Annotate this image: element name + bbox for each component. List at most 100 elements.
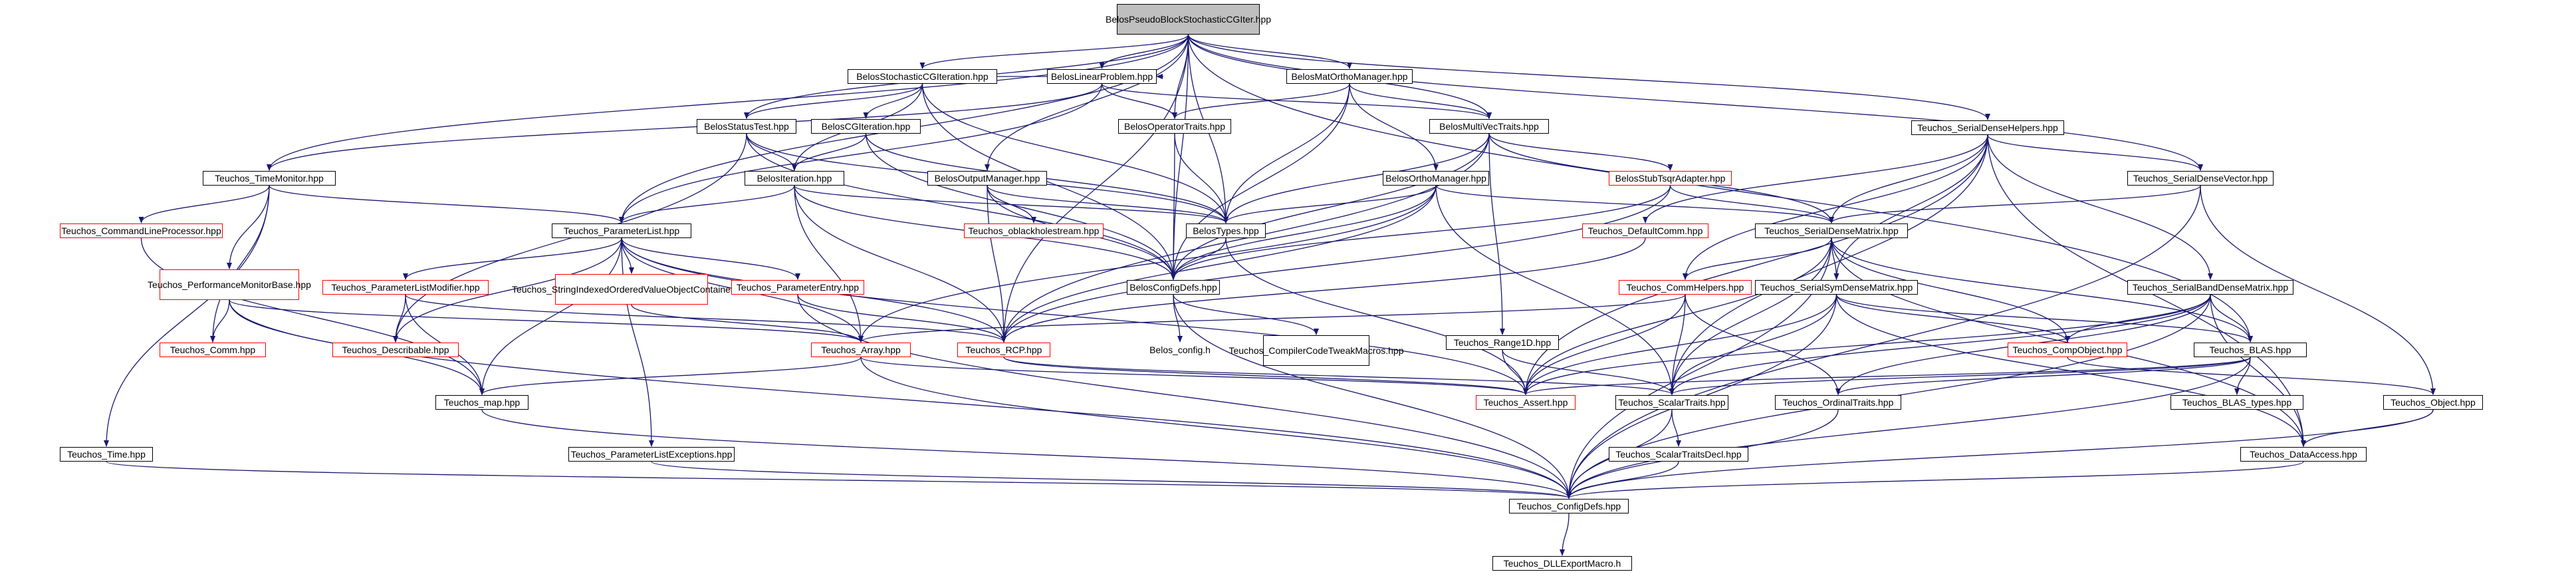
node-scalardecl[interactable]: Teuchos_ScalarTraitsDecl.hpp — [1609, 447, 1748, 462]
node-label: Teuchos_BLAS.hpp — [2209, 345, 2291, 355]
node-label: Teuchos_ParameterList.hpp — [563, 225, 680, 236]
edge-perfmon-to-comm — [210, 299, 230, 343]
node-sdvector[interactable]: Teuchos_SerialDenseVector.hpp — [2127, 171, 2274, 186]
node-blackhole[interactable]: Teuchos_oblackholestream.hpp — [964, 223, 1104, 238]
edge-symdense-to-asserthpp — [1523, 294, 1837, 395]
node-sdmatrix[interactable]: Teuchos_SerialDenseMatrix.hpp — [1755, 223, 1908, 238]
node-defcomm[interactable]: Teuchos_DefaultComm.hpp — [1582, 223, 1708, 238]
edge-multivec-to-belosconfig — [1171, 133, 1490, 280]
edge-commhelpers-to-array — [858, 294, 1686, 343]
node-orthoman[interactable]: BelosOrthoManager.hpp — [1383, 171, 1489, 186]
edge-sdmatrix-to-scalartraits — [1669, 237, 1832, 395]
node-time[interactable]: Teuchos_Time.hpp — [60, 447, 153, 462]
node-matortho[interactable]: BelosMatOrthoManager.hpp — [1286, 69, 1413, 84]
node-plmod[interactable]: Teuchos_ParameterListModifier.hpp — [322, 280, 489, 295]
node-timemon[interactable]: Teuchos_TimeMonitor.hpp — [203, 171, 336, 186]
node-paramlist[interactable]: Teuchos_ParameterList.hpp — [552, 223, 691, 238]
edge-banddense-to-blas — [2210, 294, 2253, 343]
node-belosconfig[interactable]: BelosConfigDefs.hpp — [1127, 280, 1220, 295]
node-label: Teuchos_oblackholestream.hpp — [968, 225, 1100, 236]
node-object[interactable]: Teuchos_Object.hpp — [2383, 395, 2483, 410]
edge-stochcg-to-cgiter — [863, 83, 923, 119]
node-label: Base.hpp — [271, 279, 311, 290]
node-stochcg[interactable]: BelosStochasticCGIteration.hpp — [848, 69, 997, 84]
node-commhelpers[interactable]: Teuchos_CommHelpers.hpp — [1619, 280, 1752, 295]
edge-sdvector-to-configdefs — [1566, 185, 2201, 499]
edge-sdvector-to-sdmatrix — [1829, 185, 2201, 223]
node-label: Teuchos_DataAccess.hpp — [2250, 449, 2357, 460]
node-belosconfigh[interactable]: Belos_config.h — [1143, 343, 1217, 357]
node-label: Teuchos_SerialSymDenseMatrix.hpp — [1760, 282, 1913, 293]
edge-range1d-to-asserthpp — [1502, 349, 1528, 395]
node-cmdline[interactable]: Teuchos_CommandLineProcessor.hpp — [60, 223, 223, 238]
edge-root-to-stochcg — [919, 34, 1189, 69]
node-map[interactable]: Teuchos_map.hpp — [435, 395, 528, 410]
edge-paramlist-to-asserthpp — [621, 237, 1528, 395]
node-label: Teuchos_CommandLineProcessor.hpp — [61, 225, 221, 236]
edge-matortho-to-opertraits — [1172, 83, 1350, 119]
node-dataaccess[interactable]: Teuchos_DataAccess.hpp — [2240, 447, 2367, 462]
edge-sdhelpers-to-commhelpers — [1683, 134, 1988, 280]
node-dllexport[interactable]: Teuchos_DLLExportMacro.h — [1492, 556, 1632, 571]
node-stattest[interactable]: BelosStatusTest.hpp — [697, 119, 796, 134]
node-label: BelosStochasticCGIteration.hpp — [856, 71, 989, 82]
edge-paramlist-to-describable — [393, 237, 622, 343]
edge-blas-to-asserthpp — [1523, 357, 2251, 395]
edge-symdense-to-blas — [1835, 294, 2253, 343]
node-comm[interactable]: Teuchos_Comm.hpp — [160, 343, 266, 357]
node-label: Teuchos_Time.hpp — [67, 449, 146, 460]
edge-sdhelpers-to-defcomm — [1643, 134, 1988, 223]
edge-multivec-to-range1d — [1488, 133, 1505, 335]
node-asserthpp[interactable]: Teuchos_Assert.hpp — [1476, 395, 1576, 410]
node-label: BelosConfigDefs.hpp — [1129, 282, 1217, 293]
node-blastypes[interactable]: Teuchos_BLAS_types.hpp — [2170, 395, 2303, 410]
node-label: BelosTypes.hpp — [1193, 225, 1259, 236]
edge-compobject-to-object — [2067, 357, 2436, 395]
node-array[interactable]: Teuchos_Array.hpp — [811, 343, 911, 357]
node-label: Teuchos_ParameterListExceptions.hpp — [570, 449, 733, 460]
edge-sdhelpers-to-sdmatrix — [1829, 134, 1988, 223]
edge-linprob-to-opertraits — [1101, 83, 1177, 119]
edge-sdmatrix-to-compobject — [1831, 237, 2070, 343]
node-plexcept[interactable]: Teuchos_ParameterListExceptions.hpp — [568, 447, 735, 462]
node-stubtsqr[interactable]: BelosStubTsqrAdapter.hpp — [1609, 171, 1732, 186]
node-label: BelosMatOrthoManager.hpp — [1291, 71, 1408, 82]
edge-plmod-to-rcp — [405, 294, 1006, 343]
node-label: Teuchos_SerialDenseHelpers.hpp — [1917, 122, 2058, 133]
node-cgiter[interactable]: BelosCGIteration.hpp — [811, 119, 921, 134]
node-blas[interactable]: Teuchos_BLAS.hpp — [2194, 343, 2307, 357]
node-label: Teuchos_map.hpp — [443, 397, 521, 408]
node-label: Macros.hpp — [1355, 345, 1404, 356]
node-paramentry[interactable]: Teuchos_ParameterEntry.hpp — [731, 280, 864, 295]
node-outman[interactable]: BelosOutputManager.hpp — [927, 171, 1047, 186]
node-belostypes[interactable]: BelosTypes.hpp — [1186, 223, 1266, 238]
node-label: Belos_config.h — [1149, 345, 1211, 355]
node-iteration[interactable]: BelosIteration.hpp — [745, 171, 844, 186]
edge-symdense-to-scalartraits — [1669, 294, 1837, 395]
node-symdense[interactable]: Teuchos_SerialSymDenseMatrix.hpp — [1755, 280, 1918, 295]
edge-iteration-to-rcp — [794, 185, 1006, 343]
edge-cgiter-to-iteration — [792, 133, 867, 171]
node-configdefs[interactable]: Teuchos_ConfigDefs.hpp — [1509, 499, 1629, 513]
edge-paramlist-to-map — [479, 237, 622, 395]
node-banddense[interactable]: Teuchos_SerialBandDenseMatrix.hpp — [2127, 280, 2293, 295]
node-opertraits[interactable]: BelosOperatorTraits.hpp — [1118, 119, 1231, 134]
node-compobject[interactable]: Teuchos_CompObject.hpp — [2008, 343, 2127, 357]
node-range1d[interactable]: Teuchos_Range1D.hpp — [1446, 335, 1559, 350]
node-ordinaltraits[interactable]: Teuchos_OrdinalTraits.hpp — [1775, 395, 1901, 410]
node-rcp[interactable]: Teuchos_RCP.hpp — [957, 343, 1050, 357]
node-label: Teuchos_CompilerCodeTweak — [1229, 345, 1355, 356]
node-scalartraits[interactable]: Teuchos_ScalarTraits.hpp — [1615, 395, 1728, 410]
node-linprob[interactable]: BelosLinearProblem.hpp — [1047, 69, 1157, 84]
node-describable[interactable]: Teuchos_Describable.hpp — [332, 343, 459, 357]
edge-plmod-to-describable — [393, 294, 406, 343]
node-sdhelpers[interactable]: Teuchos_SerialDenseHelpers.hpp — [1911, 120, 2064, 135]
edge-scalardecl-to-configdefs — [1566, 461, 1679, 499]
node-multivec[interactable]: BelosMultiVecTraits.hpp — [1429, 119, 1549, 134]
edge-matortho-to-orthoman — [1349, 83, 1439, 171]
